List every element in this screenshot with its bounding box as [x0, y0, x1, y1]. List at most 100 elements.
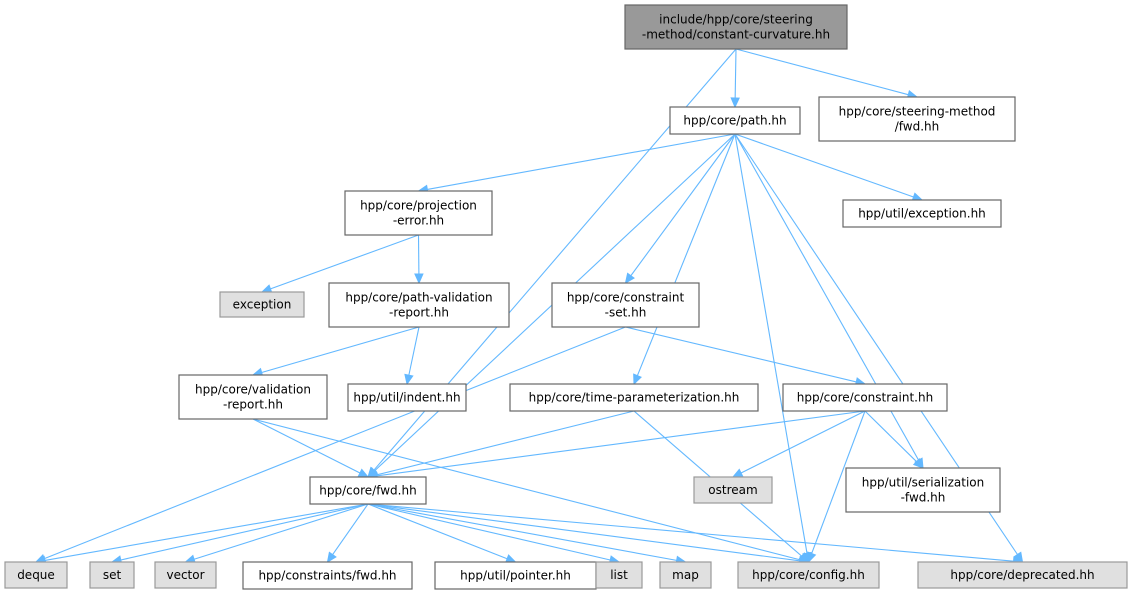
arrowhead	[326, 551, 337, 564]
node-path[interactable]: hpp/core/path.hh	[669, 106, 801, 135]
arrowhead	[807, 551, 817, 564]
arrowhead	[504, 554, 517, 563]
edge-constraint-to-ostream	[731, 410, 866, 478]
edge-line	[625, 326, 857, 383]
node-vector[interactable]: vector	[154, 561, 217, 589]
edge-constraint-to-serfwd	[864, 410, 924, 469]
node-cset[interactable]: hpp/core/constraint-set.hh	[551, 282, 700, 328]
edge-pvr-to-indent	[404, 326, 420, 386]
node-label: ostream	[708, 483, 757, 497]
edge-corefwd-to-pointer	[367, 503, 517, 563]
node-config[interactable]: hpp/core/config.hh	[737, 561, 880, 589]
arrowhead	[414, 273, 424, 285]
node-label: hpp/core/constraint	[567, 291, 685, 305]
node-box	[242, 561, 413, 590]
node-box	[178, 374, 328, 420]
node-pvr[interactable]: hpp/core/path-validation-report.hh	[328, 282, 510, 328]
node-label: exception	[233, 298, 292, 312]
edge-line	[367, 503, 611, 561]
edge-path-to-tp	[633, 133, 736, 386]
node-label: -set.hh	[605, 306, 647, 320]
node-label: -fwd.hh	[901, 491, 946, 505]
node-label: -method/constant-curvature.hh	[642, 28, 830, 42]
arrowhead	[357, 468, 370, 478]
edge-line	[734, 133, 914, 198]
node-box	[434, 561, 597, 590]
edge-constraint-to-config	[807, 410, 866, 564]
edge-line	[252, 418, 800, 561]
node-label: hpp/constraints/fwd.hh	[258, 569, 396, 583]
node-label: hpp/util/exception.hh	[858, 207, 986, 221]
edge-line	[811, 410, 866, 554]
node-utilexc[interactable]: hpp/util/exception.hh	[842, 199, 1002, 228]
arrowhead	[404, 373, 414, 386]
edge-main-to-path	[730, 48, 740, 109]
node-box	[845, 467, 1001, 513]
node-label: hpp/util/serialization	[862, 476, 984, 490]
node-tp[interactable]: hpp/core/time-parameterization.hh	[509, 383, 759, 412]
node-box	[154, 561, 217, 589]
node-label: hpp/core/path-validation	[345, 291, 492, 305]
edge-path-to-cset	[624, 133, 736, 284]
node-box	[693, 476, 773, 504]
node-label: deque	[17, 568, 55, 582]
edge-cset-to-deque	[34, 326, 626, 563]
node-label: hpp/core/config.hh	[752, 568, 865, 582]
node-label: hpp/core/deprecated.hh	[950, 568, 1094, 582]
node-deque[interactable]: deque	[4, 561, 68, 589]
edge-pvr-to-vr	[251, 326, 420, 377]
node-constraint[interactable]: hpp/core/constraint.hh	[782, 383, 948, 412]
node-ostream[interactable]: ostream	[693, 476, 773, 504]
node-corefwd[interactable]: hpp/core/fwd.hh	[309, 476, 427, 505]
arrowhead	[731, 468, 744, 478]
nodes-layer: include/hpp/core/steering-method/constan…	[4, 4, 1128, 590]
node-main[interactable]: include/hpp/core/steering-method/constan…	[624, 4, 848, 50]
node-indent[interactable]: hpp/util/indent.hh	[347, 383, 467, 412]
node-label: hpp/core/constraint.hh	[797, 391, 933, 405]
edge-line	[367, 503, 508, 560]
node-map[interactable]: map	[659, 561, 712, 589]
edge-corefwd-to-deprecated	[367, 503, 1024, 566]
edge-corefwd-to-cfwd	[326, 503, 369, 564]
edge-line	[427, 133, 736, 190]
node-label: hpp/util/indent.hh	[353, 391, 460, 405]
node-label: -report.hh	[223, 398, 283, 412]
edge-line	[44, 503, 369, 561]
node-box	[219, 291, 305, 318]
node-pointer[interactable]: hpp/util/pointer.hh	[434, 561, 597, 590]
node-box	[917, 561, 1128, 589]
edge-line	[367, 503, 677, 561]
node-vr[interactable]: hpp/core/validation-report.hh	[178, 374, 328, 420]
node-serfwd[interactable]: hpp/util/serialization-fwd.hh	[845, 467, 1001, 513]
edge-line	[636, 133, 736, 376]
edge-line	[734, 133, 808, 554]
node-exception[interactable]: exception	[219, 291, 305, 318]
node-label: hpp/util/pointer.hh	[460, 569, 571, 583]
node-projerr[interactable]: hpp/core/projection-error.hh	[344, 190, 493, 236]
node-box	[669, 106, 801, 135]
edge-line	[120, 503, 369, 561]
node-cfwd[interactable]: hpp/constraints/fwd.hh	[242, 561, 413, 590]
node-list[interactable]: list	[595, 561, 643, 589]
node-label: -error.hh	[393, 214, 444, 228]
node-box	[309, 476, 427, 505]
node-box	[328, 282, 510, 328]
node-deprecated[interactable]: hpp/core/deprecated.hh	[917, 561, 1128, 589]
node-box	[509, 383, 759, 412]
arrowhead	[633, 373, 642, 386]
node-box	[659, 561, 712, 589]
node-smfwd[interactable]: hpp/core/steering-method/fwd.hh	[818, 96, 1016, 142]
node-set[interactable]: set	[89, 561, 135, 589]
edge-corefwd-to-deque	[34, 503, 369, 566]
node-label: -report.hh	[389, 306, 449, 320]
edge-line	[735, 48, 909, 96]
node-box	[347, 383, 467, 412]
edge-main-to-smfwd	[735, 48, 919, 100]
edge-constraint-to-corefwd	[366, 410, 866, 481]
node-label: include/hpp/core/steering	[659, 13, 813, 27]
node-box	[595, 561, 643, 589]
node-label: hpp/core/time-parameterization.hh	[529, 391, 740, 405]
node-box	[842, 199, 1002, 228]
edge-line	[252, 418, 361, 474]
edge-path-to-projerr	[417, 133, 736, 195]
